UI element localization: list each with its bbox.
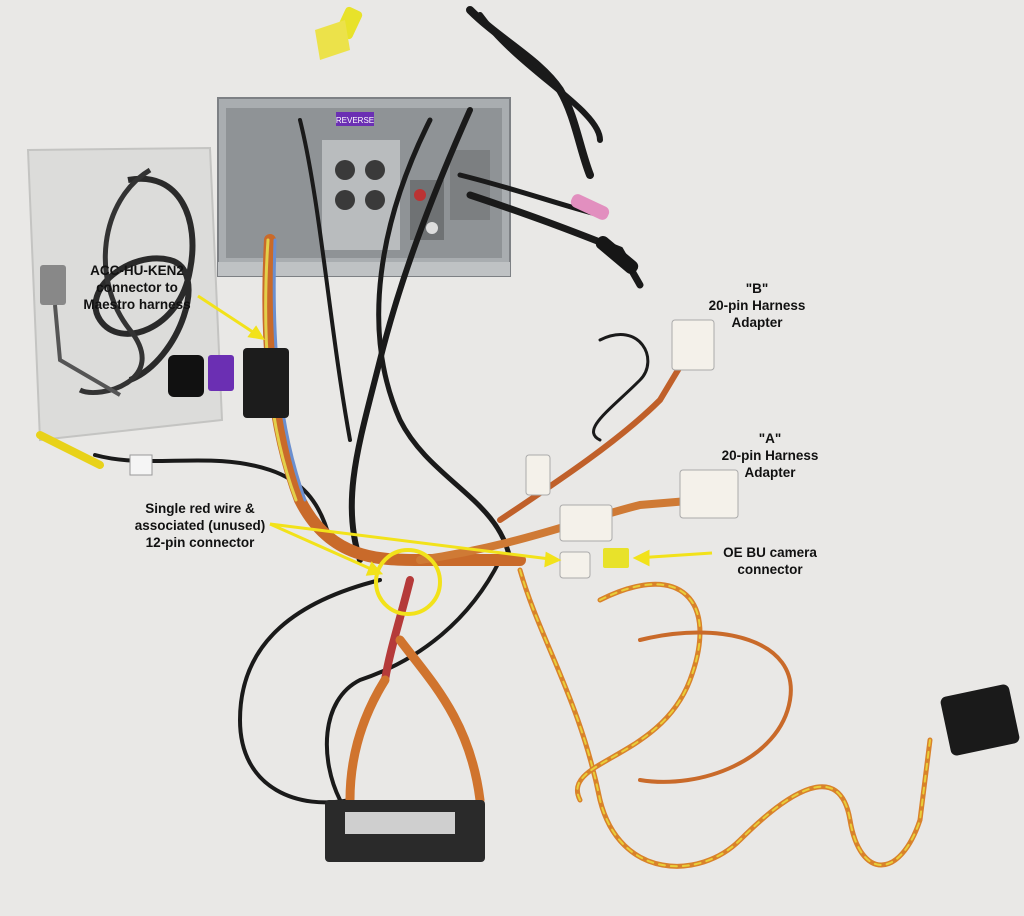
reverse-tag [336,112,374,126]
antenna-puck [168,355,204,397]
cable-label [129,454,153,476]
white-camera-plug [559,551,591,579]
label-harness-b: "B" 20-pin Harness Adapter [708,281,806,330]
obd-connector [940,684,1020,756]
twisted-wire-loop [517,567,933,869]
black-connector [595,236,639,274]
arrowhead-red-1 [365,561,384,576]
camera-tag [315,20,350,60]
interface-module [325,800,485,862]
reverse-tag-text: REVERSE [336,116,374,125]
main-harness [262,234,704,805]
antenna-cable-coil [92,175,196,383]
arrowhead-oe [632,549,650,567]
arrow-red-2 [269,522,559,562]
white-connector [559,504,613,542]
label-acc-hu-ken2: ACC-HU-KEN2 connector to Maestro harness [83,263,191,312]
arrowhead-acc [247,325,265,341]
harness-a-adapter [679,469,739,519]
yellow-rca-plug [36,431,104,469]
purple-connector [208,355,234,391]
antenna-plug [40,265,66,305]
label-harness-a: "A" 20-pin Harness Adapter [721,431,819,480]
label-red-wire: Single red wire & associated (unused) 12… [134,501,266,550]
arrow-red-1 [269,522,381,575]
red-wire-highlight-circle [374,548,442,616]
arrowhead-red-2 [544,551,562,568]
antenna-bag [26,146,224,442]
label-oe-camera: OE BU camera connector [723,545,817,577]
harness-b-adapter [671,319,715,371]
white-connector-small [525,454,551,496]
arrow-acc [197,294,263,340]
pink-connector [570,194,610,220]
annotation-arrows [197,294,713,576]
oe-bu-camera-connector [603,548,629,568]
acc-hu-ken2-connector [243,348,289,418]
